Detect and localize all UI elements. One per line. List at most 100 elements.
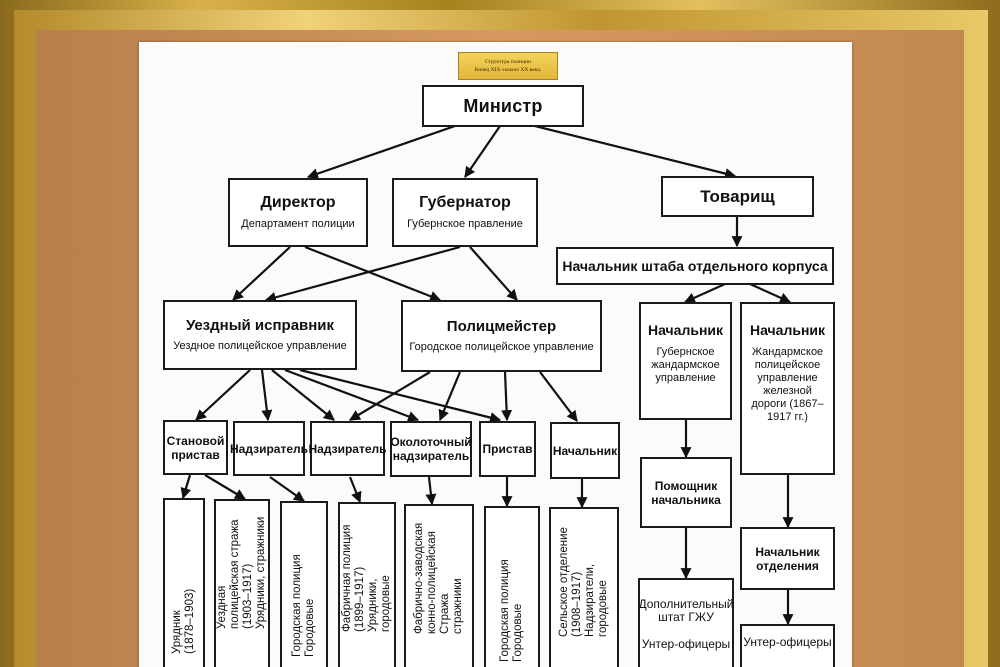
node-nco: Унтер-офицеры xyxy=(740,624,835,667)
node-uezd-ispravnik-title: Уездный исправник xyxy=(185,317,335,334)
node-minister-title: Министр xyxy=(463,95,543,116)
leaf-1-line-2: (1878–1903) xyxy=(184,588,196,654)
leaf-7-line-3: Надзиратели, xyxy=(584,563,596,637)
edge-ispravnik-okolot xyxy=(284,368,420,422)
leaf-6: Городская полиция Городовые xyxy=(484,506,540,667)
node-director-sub: Департамент полиции xyxy=(241,218,355,230)
leaf-4: Фабричная полиция (1899–1917) Урядники, … xyxy=(338,502,396,667)
edge-minister-deputy xyxy=(534,124,737,179)
leaf-4-line-1: Фабричная полиция xyxy=(341,524,353,632)
node-nco-title: Унтер-офицеры xyxy=(743,635,832,649)
leaf-6-line-2: Городовые xyxy=(512,603,524,662)
node-assistant-title: Помощник начальника xyxy=(651,478,721,507)
leaf-2-line-2: полицейская стража xyxy=(229,519,241,629)
leaf-7-line-4: городовые xyxy=(597,580,609,637)
node-minister: Министр xyxy=(422,85,584,127)
leaf-7: Сельское отделение (1908–1917) Надзирате… xyxy=(549,507,619,667)
edge-governor-ispravnik xyxy=(264,245,461,303)
node-extra-staff: Дополнительный штат ГЖУ Унтер-офицеры xyxy=(638,578,734,667)
edge-minister-governor xyxy=(464,125,501,178)
leaf-1: Урядник (1878–1903) xyxy=(163,498,205,667)
node-governor: Губернатор Губернское правление xyxy=(392,178,538,247)
leaf-2-text: Уездная полицейская стража (1903–1917) У… xyxy=(216,517,268,629)
leaf-3-line-1: Городская полиция xyxy=(291,554,303,657)
leaf-6-line-1: Городская полиция xyxy=(499,559,511,662)
node-rail-chief: Начальник Жандармское полицейское управл… xyxy=(740,302,835,475)
edge-corps-rail xyxy=(749,282,792,304)
node-nachalnik: Начальник xyxy=(550,422,620,479)
node-stanovoy-title: Становой пристав xyxy=(166,433,225,462)
title-plaque: Структура полиции Конец XIX–начало XX ве… xyxy=(458,52,558,80)
node-gendarme-chief: Начальник Губернское жандармское управле… xyxy=(639,302,732,420)
edge-stanovoy-leaf2 xyxy=(204,474,246,500)
leaf-3-line-2: Городовые xyxy=(304,598,316,657)
leaf-1-line-1: Урядник xyxy=(171,610,183,654)
leaf-5: Фабрично-заводская конно-полицейская Стр… xyxy=(404,504,474,667)
plaque-line-2: Конец XIX–начало XX века. xyxy=(474,67,542,73)
node-corps-chief: Начальник штаба отдельного корпуса xyxy=(556,247,834,285)
edge-okolot-leaf5 xyxy=(425,476,437,506)
node-dept-chief: Начальник отделения xyxy=(740,527,835,590)
node-deputy: Товарищ xyxy=(661,176,814,217)
node-extra-staff-sub: Унтер-офицеры xyxy=(641,637,731,651)
edge-ispravnik-nadz2 xyxy=(271,369,335,421)
node-director: Директор Департамент полиции xyxy=(228,178,368,247)
leaf-2-line-4: Урядники, стражники xyxy=(255,516,267,629)
node-nachalnik-title: Начальник xyxy=(552,443,618,458)
node-dept-chief-title: Начальник отделения xyxy=(755,544,820,573)
node-stanovoy: Становой пристав xyxy=(163,420,228,475)
leaf-2-line-1: Уездная xyxy=(216,585,228,629)
node-director-title: Директор xyxy=(260,194,336,211)
node-nadziratel-1-title: Надзиратель xyxy=(230,441,308,456)
leaf-7-line-2: (1908–1917) xyxy=(571,571,583,637)
edge-ispravnik-pristav xyxy=(299,368,502,423)
edge-minister-director xyxy=(306,124,456,179)
node-pristav: Пристав xyxy=(479,421,536,477)
leaf-4-text: Фабричная полиция (1899–1917) Урядники, … xyxy=(341,525,393,632)
node-gendarme-chief-sub: Губернское жандармское управление xyxy=(651,346,720,384)
leaf-3: Городская полиция Городовые xyxy=(280,501,328,667)
edge-nadz2-leaf4 xyxy=(348,476,362,504)
leaf-5-line-4: стражники xyxy=(452,578,464,634)
node-corps-chief-title: Начальник штаба отдельного корпуса xyxy=(562,258,828,274)
leaf-6-text: Городская полиция Городовые xyxy=(499,559,525,662)
node-gendarme-chief-title: Начальник xyxy=(647,322,724,338)
leaf-7-line-1: Сельское отделение xyxy=(558,527,570,637)
leaf-2: Уездная полицейская стража (1903–1917) У… xyxy=(214,499,270,667)
leaf-5-line-1: Фабрично-заводская xyxy=(413,522,425,634)
node-nadziratel-1: Надзиратель xyxy=(230,421,308,476)
leaf-2-line-3: (1903–1917) xyxy=(242,563,254,629)
edge-corps-gendarme xyxy=(683,282,726,304)
node-nadziratel-2: Надзиратель xyxy=(308,421,387,476)
edge-stanovoy-leaf1 xyxy=(180,474,192,500)
node-pristav-title: Пристав xyxy=(482,442,533,456)
leaf-4-line-4: городовые xyxy=(380,575,392,632)
edge-ispravnik-nadz1 xyxy=(260,369,273,422)
edge-governor-politsmeister xyxy=(469,246,518,301)
edge-ispravnik-stanovoy xyxy=(195,369,251,421)
edge-director-ispravnik xyxy=(232,246,291,301)
node-okolotochny: Околоточный надзиратель xyxy=(390,421,472,477)
node-uezd-ispravnik: Уездный исправник Уездное полицейское уп… xyxy=(163,300,357,370)
plaque-line-1: Структура полиции xyxy=(485,59,531,65)
leaf-5-line-2: конно-полицейская xyxy=(426,531,438,634)
node-deputy-title: Товарищ xyxy=(700,186,775,206)
edge-polits-pristav xyxy=(501,371,513,422)
edge-director-politsmeister xyxy=(304,245,442,302)
node-governor-title: Губернатор xyxy=(419,194,511,211)
leaf-4-line-3: Урядники, xyxy=(367,578,379,632)
node-rail-chief-title: Начальник xyxy=(749,322,826,338)
leaf-3-text: Городская полиция Городовые xyxy=(291,554,317,657)
leaf-5-line-3: Стража xyxy=(439,593,451,634)
leaf-5-text: Фабрично-заводская конно-полицейская Стр… xyxy=(413,523,465,634)
edge-polits-nadz2 xyxy=(349,371,431,421)
node-okolotochny-title: Околоточный надзиратель xyxy=(390,435,472,463)
node-assistant: Помощник начальника xyxy=(640,457,732,528)
leaf-4-line-2: (1899–1917) xyxy=(354,566,366,632)
node-politsmeister: Полицмейстер Городское полицейское управ… xyxy=(401,300,602,372)
node-nadziratel-2-title: Надзиратель xyxy=(308,441,387,456)
leaf-1-text: Урядник (1878–1903) xyxy=(171,589,197,654)
leaf-7-text: Сельское отделение (1908–1917) Надзирате… xyxy=(558,527,610,637)
